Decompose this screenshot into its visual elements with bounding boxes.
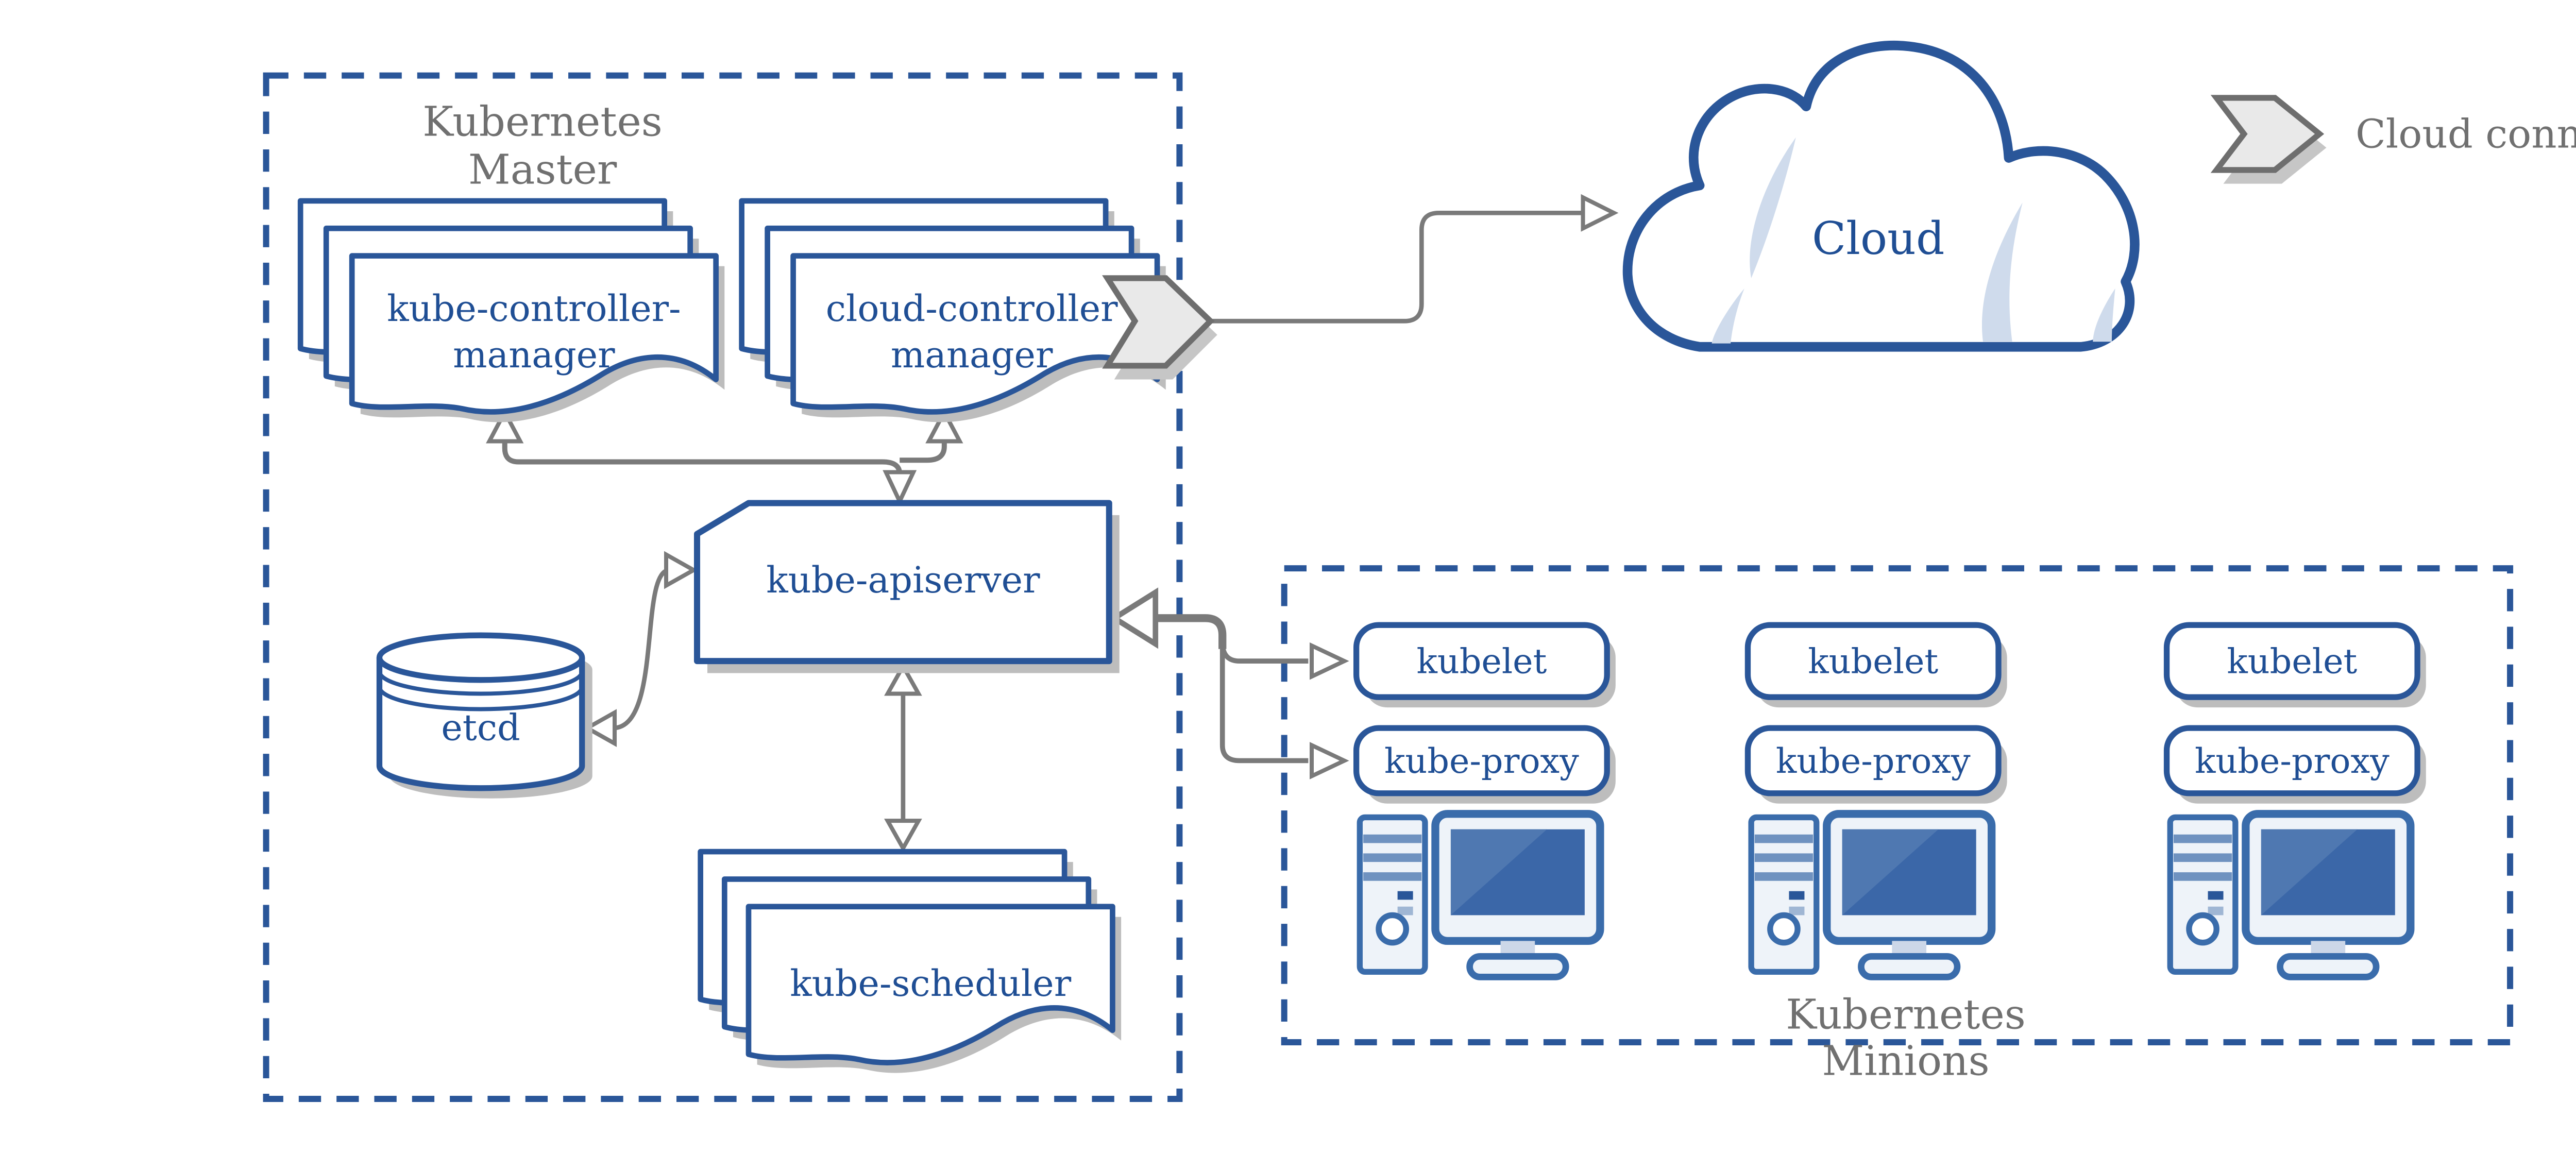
- minions-title-line2: Minions: [1822, 1037, 1989, 1084]
- arrowhead-up: [884, 662, 922, 696]
- cloud-shape: [1622, 40, 2140, 352]
- cloud-label: Cloud: [1812, 213, 1944, 265]
- arrowhead-right-into-cloud: [1581, 194, 1619, 232]
- computer-icon: [1357, 810, 1604, 980]
- document-card: [745, 904, 1115, 1065]
- cloud-highlight: [1981, 202, 2023, 342]
- kube-apiserver-label: kube-apiserver: [766, 559, 1040, 601]
- computer-icon: [2167, 810, 2415, 980]
- cloud-connector-legend-icon: [2210, 95, 2325, 173]
- minion-node-1: kubelet kube-proxy: [1353, 622, 1616, 980]
- kubelet-box: [1353, 622, 1610, 700]
- kube-proxy-box: [1744, 725, 2002, 796]
- kube-proxy-box: [1353, 725, 1610, 796]
- apiserver-shape: [693, 500, 1112, 665]
- cloud-controller-manager-label-line2: manager: [891, 334, 1053, 376]
- arrow-apiserver-scheduler: [884, 662, 922, 853]
- cylinder-ring: [377, 686, 584, 711]
- cloud-highlight: [1750, 137, 1796, 278]
- etcd-cylinder: etcd: [376, 632, 592, 799]
- kubelet-box: [1744, 622, 2002, 700]
- arrow-ccm-cloud: [1209, 194, 1619, 324]
- kube-controller-manager-label-line1: kube-controller-: [387, 287, 681, 330]
- minion-node-3: kubelet kube-proxy: [2163, 622, 2426, 980]
- cloud-highlight: [1711, 288, 1744, 344]
- kube-proxy-label: kube-proxy: [2195, 741, 2389, 781]
- kube-controller-manager-label-line2: manager: [453, 334, 615, 376]
- arrow-apiserver-etcd: [583, 551, 698, 747]
- minions-title-line1: Kubernetes: [1786, 990, 2026, 1038]
- kubelet-label: kubelet: [2227, 641, 2357, 681]
- kubelet-box: [2163, 622, 2420, 700]
- master-title-line2: Master: [468, 146, 617, 194]
- arrowhead-down: [884, 819, 922, 853]
- document-card: [349, 253, 719, 415]
- cloud-connector-legend-label: Cloud connector: [2355, 112, 2576, 158]
- cloud-controller-manager-stack: cloud-controller manager: [739, 198, 1166, 422]
- cloud-highlight: [2093, 288, 2115, 342]
- cloud-connector-legend: Cloud connector: [2210, 95, 2576, 184]
- kubelet-label: kubelet: [1808, 641, 1938, 681]
- arrow-apiserver-nodes: [1109, 587, 1349, 779]
- kube-proxy-label: kube-proxy: [1384, 741, 1579, 781]
- kubelet-label: kubelet: [1416, 641, 1547, 681]
- arrowhead-right-into-kubelet: [1310, 642, 1349, 680]
- kube-controller-manager-stack: kube-controller- manager: [297, 198, 725, 422]
- master-boundary: [263, 72, 1183, 1103]
- arrowhead-left: [583, 709, 617, 747]
- arrowhead-up: [925, 408, 963, 444]
- cloud-controller-manager-label-line1: cloud-controller: [826, 287, 1118, 330]
- kube-proxy-box: [2163, 725, 2420, 796]
- kube-scheduler-stack: kube-scheduler: [698, 849, 1122, 1073]
- minions-boundary: [1281, 565, 2514, 1046]
- master-title-line1: Kubernetes: [422, 97, 663, 145]
- arrow-controllers-apiserver: [486, 408, 963, 506]
- minion-node-2: kubelet kube-proxy: [1744, 622, 2007, 980]
- cloud-connector-chevron-icon: [1102, 275, 1217, 380]
- arrowhead-down: [883, 470, 917, 506]
- arrowhead-up: [486, 408, 524, 444]
- arrowhead-right: [664, 551, 698, 589]
- arrowhead-right-into-kube-proxy: [1310, 742, 1349, 779]
- kube-scheduler-label: kube-scheduler: [790, 962, 1071, 1005]
- etcd-label: etcd: [441, 706, 520, 749]
- arrowhead-left-into-apiserver: [1109, 587, 1159, 649]
- computer-icon: [1748, 810, 1996, 980]
- kube-proxy-label: kube-proxy: [1776, 741, 1971, 781]
- kube-apiserver-box: kube-apiserver: [693, 500, 1120, 673]
- cloud-group: Cloud: [1622, 40, 2140, 352]
- cylinder-ring: [377, 671, 584, 696]
